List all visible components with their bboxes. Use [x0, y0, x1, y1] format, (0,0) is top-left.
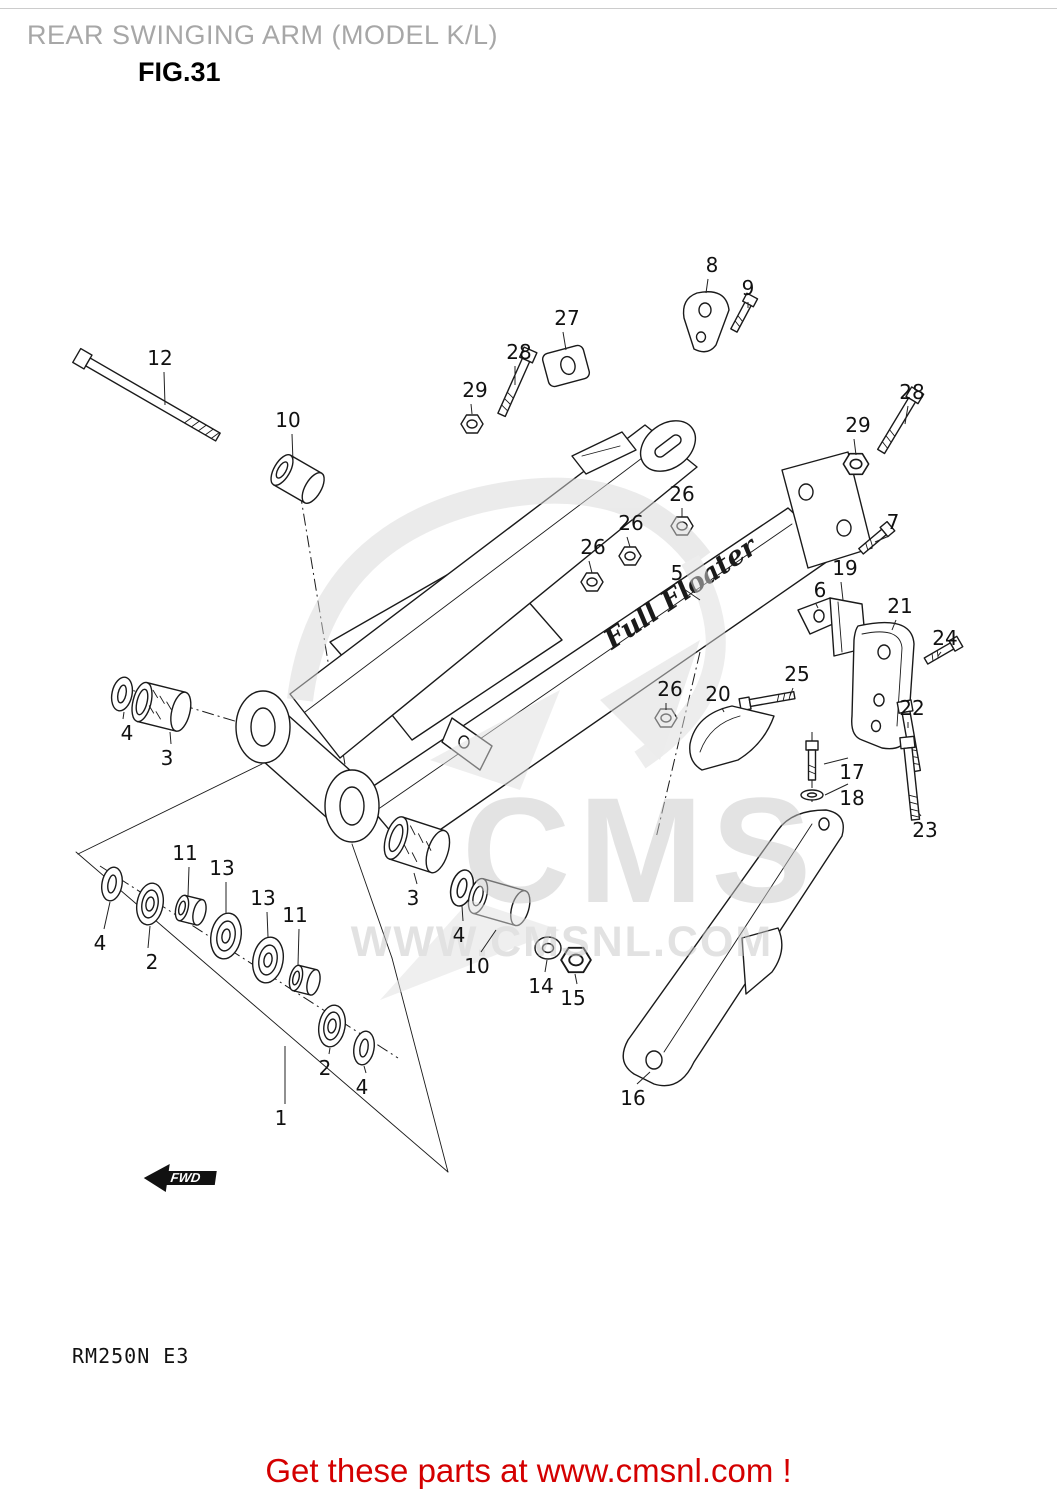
footer-cta: Get these parts at www.cmsnl.com !	[265, 1452, 792, 1489]
part-label-13: 13	[250, 886, 276, 910]
spacer-11-b	[286, 963, 324, 998]
bracket-8	[682, 291, 730, 353]
washer-4-left	[107, 674, 137, 714]
part-label-7: 7	[886, 510, 900, 534]
part-label-11: 11	[172, 841, 198, 865]
bolt-23	[899, 735, 924, 822]
part-label-26: 26	[669, 482, 695, 506]
part-label-16: 16	[620, 1086, 646, 1110]
part-label-22: 22	[899, 696, 925, 720]
nut-29-right	[842, 452, 870, 476]
watermark-brand: CMS	[462, 766, 819, 934]
nut-26-c	[580, 572, 604, 592]
nut-26-b	[618, 546, 642, 566]
spacer-11-a	[172, 893, 210, 928]
part-label-3: 3	[406, 886, 420, 910]
part-label-4: 4	[355, 1075, 369, 1099]
watermark-url: WWW.CMSNL.COM	[351, 918, 773, 966]
part-label-3: 3	[160, 746, 174, 770]
top-divider	[0, 8, 1057, 9]
part-label-9: 9	[741, 276, 755, 300]
fwd-label: FWD	[170, 1170, 202, 1185]
part-label-5: 5	[670, 561, 684, 585]
part-label-28: 28	[899, 380, 925, 404]
model-code: RM250N E3	[72, 1344, 190, 1368]
bushing-3-center	[383, 816, 451, 874]
part-label-26: 26	[618, 511, 644, 535]
part-label-19: 19	[832, 556, 858, 580]
watermark: CMS WWW.CMSNL.COM	[287, 477, 819, 1000]
part-label-24: 24	[932, 626, 958, 650]
part-label-1: 1	[274, 1106, 288, 1130]
spacer-10-top	[270, 454, 325, 504]
page-title: REAR SWINGING ARM (MODEL K/L)	[27, 20, 499, 50]
part-label-4: 4	[93, 931, 107, 955]
part-label-18: 18	[839, 786, 865, 810]
part-label-4: 4	[452, 923, 466, 947]
part-label-29: 29	[845, 413, 871, 437]
washer-4-bl	[98, 864, 126, 904]
part-label-25: 25	[784, 662, 810, 686]
part-label-27: 27	[554, 306, 580, 330]
seal-2-a	[132, 880, 168, 928]
part-label-28: 28	[506, 340, 532, 364]
seal-2-b	[314, 1002, 350, 1050]
figure-number: FIG.31	[138, 57, 221, 87]
nut-29-top	[460, 414, 484, 434]
part-label-21: 21	[887, 594, 913, 618]
washer-14	[534, 936, 562, 960]
part-label-2: 2	[318, 1056, 332, 1080]
part-label-15: 15	[560, 986, 586, 1010]
part-label-20: 20	[705, 682, 731, 706]
washer-4-br	[350, 1028, 378, 1068]
washer-18	[800, 789, 824, 801]
part-label-2: 2	[145, 950, 159, 974]
part-label-17: 17	[839, 760, 865, 784]
part-label-13: 13	[209, 856, 235, 880]
part-label-6: 6	[813, 578, 827, 602]
part-label-14: 14	[528, 974, 554, 998]
washer-13-b	[248, 934, 288, 986]
part-label-26: 26	[657, 677, 683, 701]
part-label-4: 4	[120, 721, 134, 745]
part-label-10: 10	[464, 954, 490, 978]
part-label-8: 8	[705, 253, 719, 277]
stopper-27	[541, 344, 591, 388]
fwd-arrow: FWD	[143, 1164, 217, 1192]
part-label-12: 12	[147, 346, 173, 370]
bushing-3-left	[131, 681, 192, 732]
washer-13-a	[206, 910, 246, 962]
bracket-21	[851, 621, 915, 750]
part-label-29: 29	[462, 378, 488, 402]
part-label-10: 10	[275, 408, 301, 432]
guard-20	[689, 705, 775, 771]
part-label-23: 23	[912, 818, 938, 842]
bolt-25	[738, 688, 797, 712]
part-label-26: 26	[580, 535, 606, 559]
part-label-11: 11	[282, 903, 308, 927]
